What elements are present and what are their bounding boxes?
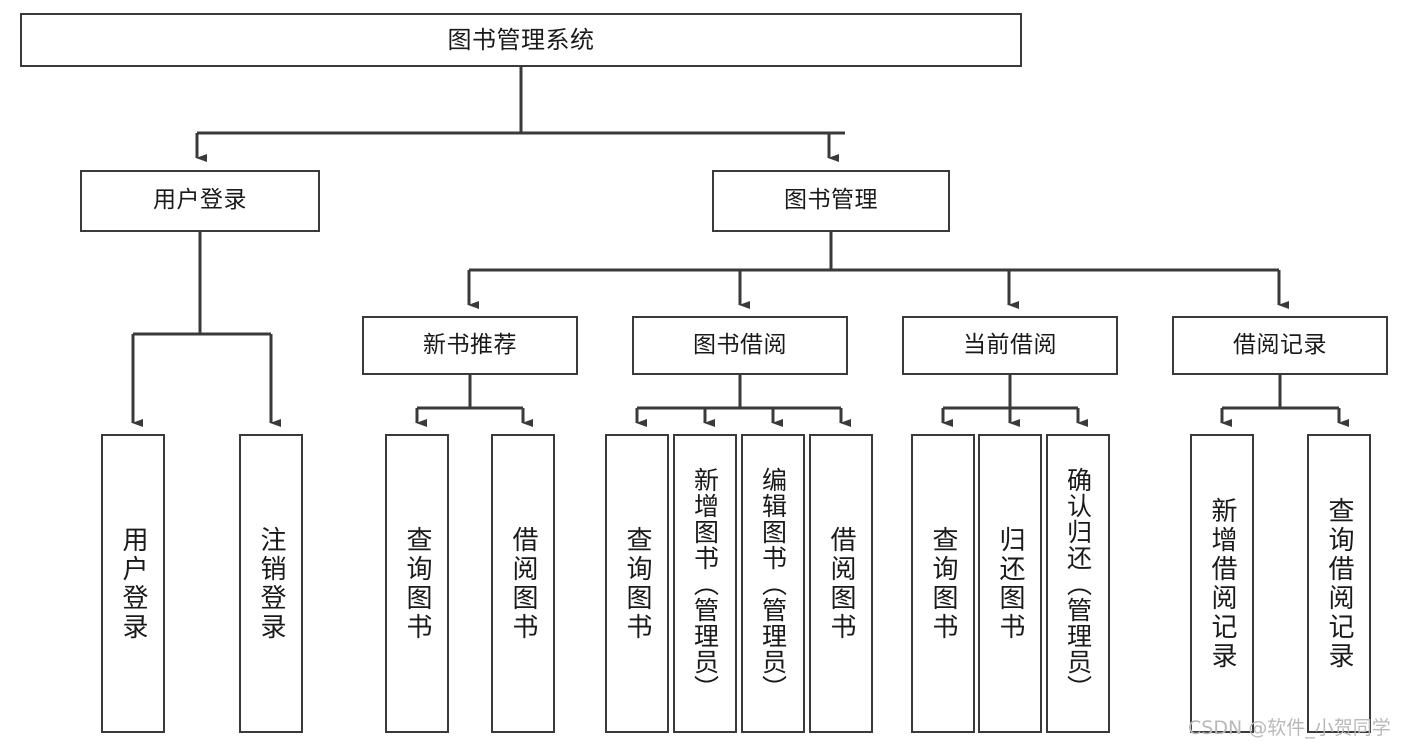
node-label: 当前借阅 (963, 331, 1057, 358)
node-label: 新增借阅记录 (1207, 496, 1237, 671)
leaf-user-login[interactable]: 用户登录 (101, 434, 165, 733)
watermark-text: CSDN @软件_小贺同学 (1188, 717, 1391, 739)
leaf-borrow-book[interactable]: 借阅图书 (809, 434, 873, 733)
node-label: 借阅图书 (826, 525, 856, 642)
leaf-borrow-book-recommend[interactable]: 借阅图书 (491, 434, 555, 733)
leaf-query-book-current[interactable]: 查询图书 (911, 434, 975, 733)
leaf-edit-book-admin[interactable]: 编辑图书（管理员） (741, 434, 805, 733)
leaf-query-book-borrow[interactable]: 查询图书 (605, 434, 669, 733)
leaf-add-borrow-record[interactable]: 新增借阅记录 (1190, 434, 1254, 733)
node-borrow-record[interactable]: 借阅记录 (1172, 316, 1388, 375)
node-label: 新增图书（管理员） (690, 466, 720, 701)
node-book-management[interactable]: 图书管理 (712, 170, 950, 232)
leaf-query-borrow-record[interactable]: 查询借阅记录 (1307, 434, 1371, 733)
leaf-add-book-admin[interactable]: 新增图书（管理员） (673, 434, 737, 733)
node-label: 新书推荐 (423, 331, 517, 358)
node-label: 图书管理 (784, 187, 878, 214)
node-label: 归还图书 (995, 525, 1025, 642)
node-user-login[interactable]: 用户登录 (80, 170, 320, 232)
node-root-system[interactable]: 图书管理系统 (20, 13, 1022, 67)
node-label: 确认归还（管理员） (1063, 466, 1093, 701)
node-label: 查询图书 (402, 525, 432, 642)
node-current-borrow[interactable]: 当前借阅 (902, 316, 1118, 375)
node-new-book-recommend[interactable]: 新书推荐 (362, 316, 578, 375)
node-label: 用户登录 (118, 525, 148, 642)
node-label: 查询图书 (622, 525, 652, 642)
node-label: 用户登录 (153, 187, 247, 214)
node-book-borrow[interactable]: 图书借阅 (632, 316, 848, 375)
node-label: 编辑图书（管理员） (758, 466, 788, 701)
node-label: 借阅记录 (1233, 331, 1327, 358)
leaf-confirm-return-admin[interactable]: 确认归还（管理员） (1046, 434, 1110, 733)
leaf-query-book-recommend[interactable]: 查询图书 (385, 434, 449, 733)
node-label: 图书管理系统 (447, 25, 595, 54)
node-label: 注销登录 (256, 525, 286, 642)
node-label: 借阅图书 (508, 525, 538, 642)
leaf-return-book[interactable]: 归还图书 (978, 434, 1042, 733)
node-label: 图书借阅 (693, 331, 787, 358)
node-label: 查询图书 (928, 525, 958, 642)
leaf-user-logout[interactable]: 注销登录 (239, 434, 303, 733)
node-label: 查询借阅记录 (1324, 496, 1354, 671)
